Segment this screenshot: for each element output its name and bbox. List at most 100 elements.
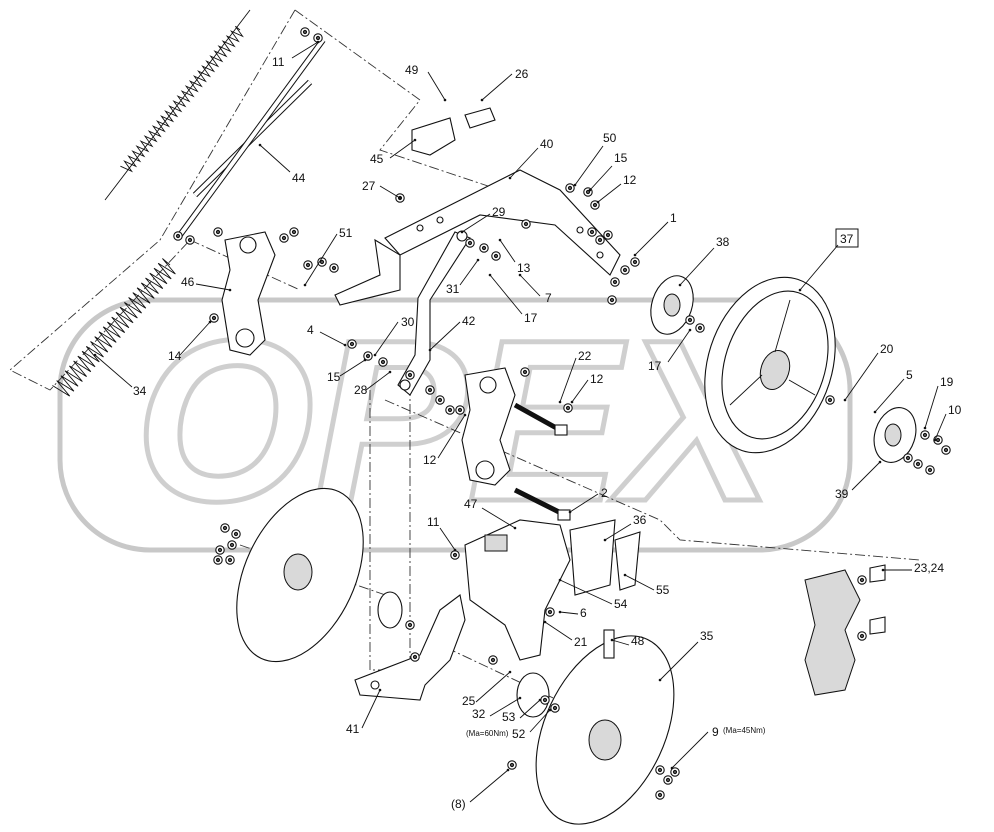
leader-c26 <box>481 73 513 101</box>
bracket-center-bore-top <box>479 376 497 394</box>
callout-c46: 46 <box>181 275 195 289</box>
plate-45-body <box>411 117 456 156</box>
callout-c21: 21 <box>574 635 588 649</box>
part-26-clip <box>464 107 496 129</box>
hardware-nut-bore <box>597 237 603 243</box>
leader-c28 <box>365 371 391 391</box>
leader-c1 <box>634 221 669 256</box>
leader-dot-c31 <box>476 258 480 262</box>
hub-39-bore <box>884 423 902 447</box>
leader-c20 <box>844 352 879 401</box>
leader-dot-c30 <box>373 353 377 357</box>
bolt-22 <box>513 402 562 433</box>
leader-c19 <box>924 385 939 429</box>
leader-c32 <box>489 697 521 717</box>
rod-lower-inner <box>178 38 325 237</box>
hardware-nut-bore <box>565 405 571 411</box>
callout-c23: 23,24 <box>914 561 944 575</box>
leader-dot-c14 <box>208 320 212 324</box>
hardware-nut-bore <box>859 633 865 639</box>
detail-bracket <box>804 569 861 696</box>
rod-44 <box>177 38 326 237</box>
assembly-line-disc-left <box>239 544 401 601</box>
callout-c20: 20 <box>880 342 894 356</box>
hardware-nut-bore <box>915 461 921 467</box>
hub-39 <box>873 407 917 463</box>
scraper-36 <box>569 519 641 596</box>
leader-dot-c19 <box>923 426 927 430</box>
leader-dot-c45 <box>413 138 417 142</box>
spring-coil-path <box>120 25 244 173</box>
hub-38-bore <box>663 293 681 317</box>
wheel-spoke-1 <box>774 299 791 353</box>
callout-37-box <box>835 228 859 248</box>
hardware-nut-bore <box>291 229 297 235</box>
leader-c25 <box>475 671 511 703</box>
leader-dot-c21 <box>543 620 547 624</box>
leader-dot-c11b <box>453 548 457 552</box>
leader-dot-c42 <box>428 348 432 352</box>
frame-hole-4 <box>596 251 604 259</box>
wheel-37 <box>704 276 836 454</box>
leader-dot-c23 <box>881 568 885 572</box>
bracket-center-bore-bottom <box>475 460 495 480</box>
leader-dot-c25 <box>508 670 512 674</box>
hardware-nut-bore <box>697 325 703 331</box>
hardware-nut-bore <box>302 29 308 35</box>
callout-c8: (8) <box>451 797 466 811</box>
shim-23 <box>869 564 886 583</box>
leader-c11b <box>439 527 456 551</box>
scraper-36-blade <box>569 519 616 596</box>
assembly-lines <box>9 9 921 721</box>
leader-c30 <box>374 321 399 356</box>
callout-c41: 41 <box>346 722 360 736</box>
hardware-nut-bore <box>592 202 598 208</box>
callout-c26: 26 <box>515 67 529 81</box>
leader-c40 <box>509 147 539 179</box>
hardware-nut-bore <box>585 189 591 195</box>
leader-c14 <box>179 321 211 356</box>
hardware-nut-bore <box>331 265 337 271</box>
assembly-line-mid <box>384 399 921 561</box>
leader-c13 <box>499 239 516 263</box>
frame-hole-1 <box>416 224 424 232</box>
leader-c7 <box>519 274 541 297</box>
leader-dot-c20 <box>843 398 847 402</box>
hardware-nut-bore <box>542 697 548 703</box>
leader-dot-c54 <box>558 578 562 582</box>
leader-c27 <box>379 185 401 199</box>
leader-dot-c37 <box>798 288 802 292</box>
leader-c51 <box>304 233 338 286</box>
leader-dot-c5 <box>873 410 877 414</box>
assembly-line-frame <box>369 390 411 671</box>
disc-35-hub <box>588 719 622 761</box>
link-42-bottom-hole <box>399 379 411 391</box>
disc-left <box>236 487 403 663</box>
frame-40-foot <box>334 238 401 306</box>
leader-dot-c41 <box>378 688 382 692</box>
hardware-nut-bore <box>215 229 221 235</box>
leader-c38 <box>679 247 715 286</box>
callout-c29: 29 <box>492 205 506 219</box>
spring-coils-top <box>120 25 244 173</box>
leader-c55 <box>624 574 655 591</box>
leader-dot-c40 <box>508 176 512 180</box>
hardware-nut-bore <box>349 341 355 347</box>
wheel-spoke-2 <box>729 374 763 406</box>
frame-40-body <box>384 169 621 276</box>
hardware-nut-bore <box>380 359 386 365</box>
torque-note-52: (Ma=60Nm) <box>466 729 509 738</box>
callout-c1: 1 <box>670 211 677 225</box>
hardware-nut-bore <box>490 657 496 663</box>
arm-41-hole <box>370 680 380 690</box>
callout-c34: 34 <box>133 384 147 398</box>
hardware-nut-bore <box>567 185 573 191</box>
hardware-nut-bore <box>412 654 418 660</box>
callout-c40: 40 <box>540 137 554 151</box>
hardware-nut-bore <box>457 407 463 413</box>
leader-dot-c13 <box>498 238 502 242</box>
leader-c8 <box>469 769 509 803</box>
hardware-nut-bore <box>522 369 528 375</box>
leader-c12a <box>597 183 622 203</box>
